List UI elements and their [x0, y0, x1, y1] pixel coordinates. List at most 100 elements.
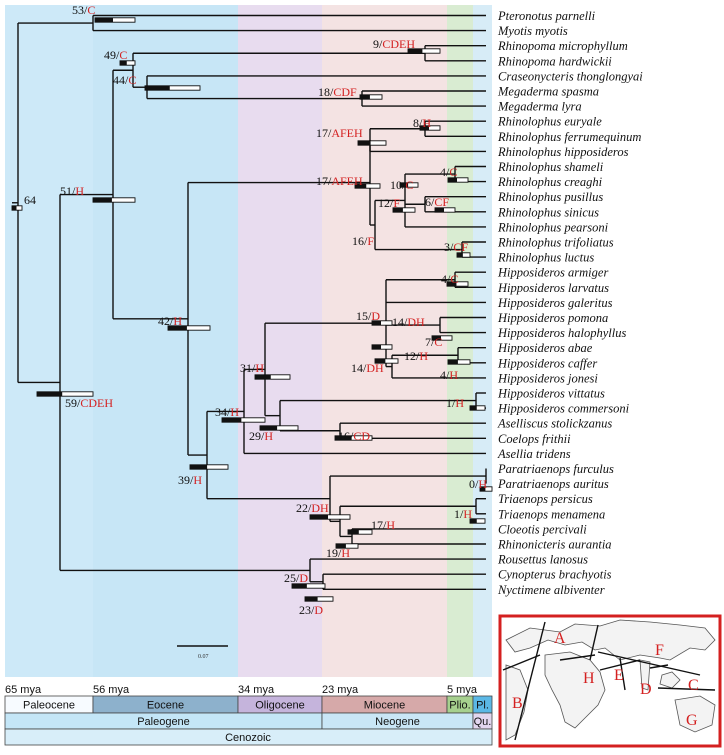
ci-bar-fill [470, 405, 477, 411]
ci-bar-fill [93, 197, 112, 203]
ci-bar-fill [120, 60, 127, 66]
node-label: 12/H [404, 349, 428, 363]
node-label: 14/DH [351, 361, 384, 375]
taxon-label: Cloeotis percivali [498, 522, 587, 536]
ci-bar-fill [260, 425, 278, 431]
ci-bar-fill [190, 464, 208, 470]
node-label: 51/H [60, 184, 84, 198]
ci-bar-fill [408, 48, 423, 54]
node-label: 16/CD [338, 429, 370, 443]
time-tick-label: 56 mya [93, 684, 130, 696]
epoch-band [447, 5, 473, 677]
region-map: A B C D E F G H [498, 614, 722, 748]
time-tick-label: 23 mya [322, 684, 359, 696]
taxon-label: Hipposideros abae [497, 341, 593, 355]
taxon-label: Coelops frithii [498, 432, 571, 446]
era-cell [4, 728, 493, 746]
taxon-label: Hipposideros commersoni [497, 402, 630, 416]
node-label: 53/C [72, 3, 95, 17]
ci-bar-fill [355, 183, 367, 189]
ci-bar-fill [432, 335, 441, 341]
map-region-e: E [614, 667, 624, 684]
ci-bar-fill [12, 205, 17, 211]
ci-bar-fill [447, 281, 457, 287]
ci-bar-fill [358, 140, 371, 146]
ci-bar-fill [336, 543, 346, 549]
node-label: 42/H [158, 314, 182, 328]
node-label: 9/CDEH [373, 37, 415, 51]
ci-bar-fill [457, 252, 463, 258]
node-label: 1/H [446, 396, 464, 410]
node-label: 23/D [299, 603, 323, 617]
node-label: 18/CDF [318, 85, 357, 99]
taxon-label: Hipposideros pomona [497, 311, 608, 325]
epoch-bands [5, 5, 492, 677]
taxon-label: Rhinopoma microphyllum [497, 39, 628, 53]
node-label: 16/F [352, 234, 374, 248]
ci-bar-fill [393, 207, 403, 213]
node-label: 39/H [178, 473, 202, 487]
ci-bar-fill [448, 177, 457, 183]
epoch-label: Eocene [147, 700, 184, 712]
scale-bar: 0.07 [177, 645, 228, 660]
taxon-label: Hipposideros caffer [497, 356, 597, 370]
node-label: 17/AFEH [316, 174, 363, 188]
taxon-label: Rhinopoma hardwickii [497, 54, 612, 68]
node-label: 25/D [284, 571, 308, 585]
map-region-f: F [655, 642, 664, 659]
ci-bar-fill [255, 374, 271, 380]
period-label: Neogene [375, 716, 420, 728]
node-label: 4/C [440, 165, 457, 179]
node-label: 10/C [390, 178, 413, 192]
node-label: 4/C [441, 272, 458, 286]
node-label: 6/CF [425, 195, 449, 209]
node-label: 17/H [371, 518, 395, 532]
ci-bar-fill [372, 344, 381, 350]
ci-bar-fill [168, 325, 187, 331]
epoch-label: Paleocene [23, 700, 75, 712]
epoch-band [5, 5, 93, 677]
epoch-label: Pl. [476, 700, 489, 712]
ci-bar-fill [435, 207, 444, 213]
node-label: 12/F [378, 196, 400, 210]
map-region-a: A [554, 630, 566, 647]
taxon-label: Craseonycteris thonglongyai [498, 69, 643, 83]
taxon-label: Hipposideros halophyllus [497, 326, 626, 340]
ci-bar-fill [305, 596, 318, 602]
taxon-label: Rhinolophus trifoliatus [497, 236, 614, 250]
ci-bar-fill [375, 358, 386, 364]
ci-bar-fill [292, 583, 307, 589]
taxon-label: Paratriaenops auritus [497, 477, 609, 491]
taxon-label: Rhinolophus shameli [497, 160, 604, 174]
period-label: Qu. [474, 716, 492, 728]
node-label: 59/CDEH [65, 396, 113, 410]
epoch-band [322, 5, 447, 677]
epoch-label: Miocene [364, 700, 406, 712]
ci-bar-fill [420, 125, 429, 131]
ci-bar-fill [480, 486, 486, 492]
time-tick-label: 65 mya [5, 684, 42, 696]
period-label: Paleogene [137, 716, 190, 728]
taxon-label: Rhinolophus pearsoni [497, 220, 609, 234]
taxon-label: Rhinolophus euryale [497, 115, 602, 129]
ci-bar-fill [400, 182, 409, 188]
taxon-label: Rhinolophus pusillus [497, 190, 603, 204]
scale-bar-label: 0.07 [198, 654, 209, 660]
taxon-label: Paratriaenops furculus [497, 462, 614, 476]
epoch-band [238, 5, 322, 677]
tree-branches [12, 14, 487, 590]
map-region-g: G [686, 712, 698, 729]
ci-bar-fill [372, 320, 381, 326]
node-label: 34/H [215, 405, 239, 419]
ci-bar-fill [310, 514, 328, 520]
node-labels: 6453/C59/CDEH51/H49/C44/C9/CDEH18/CDF42/… [24, 3, 487, 617]
node-label: 44/C [113, 73, 136, 87]
taxon-label: Rhinolophus sinicus [497, 205, 599, 219]
node-label: 14/DH [392, 315, 425, 329]
ci-bar-fill [470, 518, 477, 524]
node-label: 0/H [469, 477, 487, 491]
taxon-label: Hipposideros larvatus [497, 281, 609, 295]
